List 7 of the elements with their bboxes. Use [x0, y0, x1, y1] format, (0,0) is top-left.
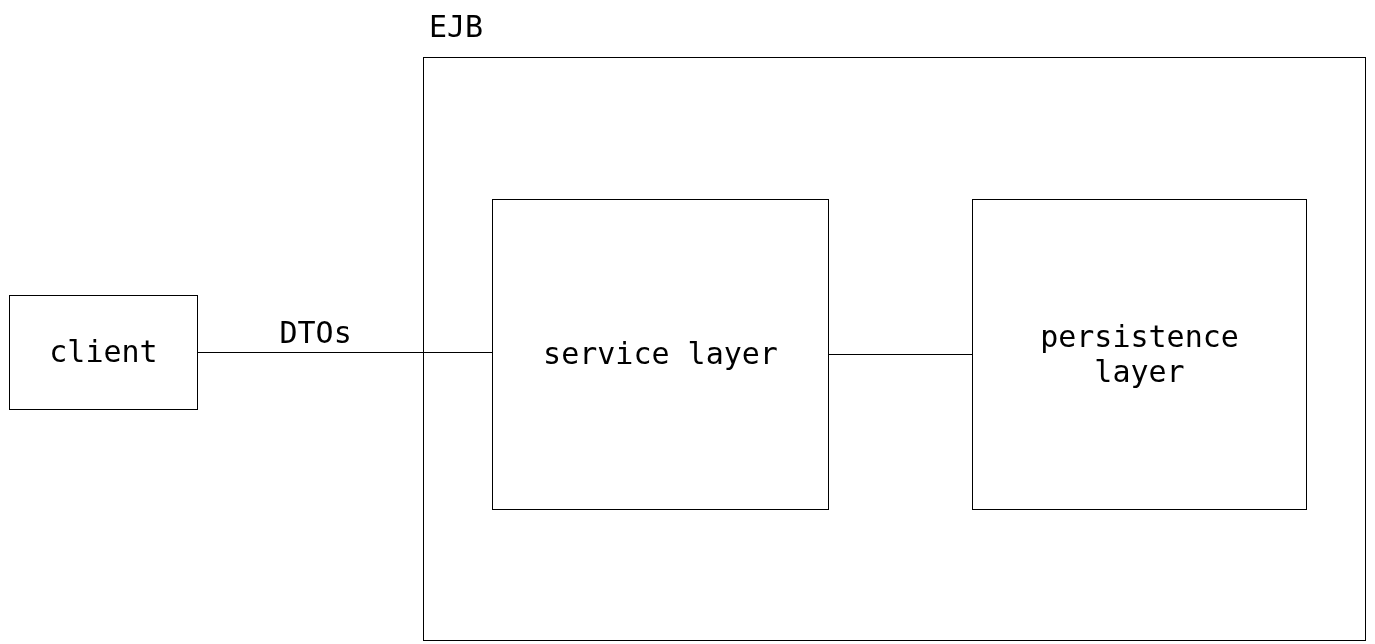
component-box	[9, 295, 198, 410]
box-label: persistence layer	[1039, 320, 1240, 389]
group-title: EJB	[429, 10, 484, 45]
component-box	[492, 199, 829, 510]
box-label: service layer	[543, 337, 778, 372]
component-box	[972, 199, 1307, 510]
box-label: client	[49, 335, 158, 370]
